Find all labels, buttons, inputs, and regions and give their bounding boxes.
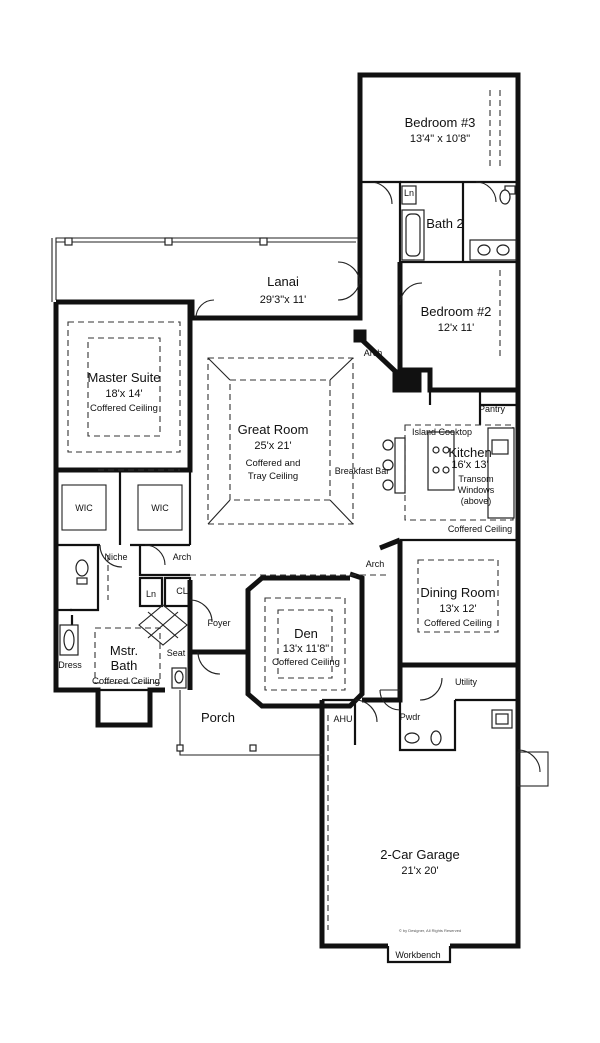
- interior-walls: [53, 180, 518, 752]
- lanai-dim: 29'3"x 11': [260, 294, 306, 306]
- workbench-label: Workbench: [395, 950, 440, 960]
- porch-label: Porch: [201, 710, 235, 725]
- master-suite-note: Coffered Ceiling: [90, 403, 158, 414]
- cl-label: CL: [176, 586, 188, 596]
- mstr-bath-note: Coffered Ceiling: [92, 676, 160, 687]
- transom-label-2: Windows: [458, 485, 495, 495]
- den-dim: 13'x 11'8": [283, 643, 330, 655]
- transom-label-3: (above): [461, 496, 492, 506]
- bedroom2-dim: 12'x 11': [438, 322, 474, 334]
- dining-room-note: Coffered Ceiling: [424, 618, 492, 629]
- exterior-walls: [53, 72, 521, 964]
- seat-label: Seat: [167, 648, 186, 658]
- room-labels: Bedroom #3 13'4" x 10'8" Bath 2 Lanai 29…: [88, 115, 496, 877]
- kitchen-dim: 16'x 13': [451, 459, 488, 471]
- foyer-label: Foyer: [207, 618, 230, 628]
- dining-room-name: Dining Room: [420, 585, 495, 600]
- fixtures: [59, 185, 517, 746]
- bedroom2-name: Bedroom #2: [421, 304, 492, 319]
- ln-hall-label: Ln: [146, 589, 156, 599]
- lanai-name: Lanai: [267, 274, 299, 289]
- wic-right-label: WIC: [151, 503, 169, 513]
- den-name: Den: [294, 626, 318, 641]
- porch-area: [176, 690, 322, 756]
- great-room-dim: 25'x 21': [254, 440, 291, 452]
- arch-dining-label: Arch: [366, 559, 385, 569]
- dining-room-dim: 13'x 12': [439, 603, 476, 615]
- lanai-area: [51, 237, 361, 302]
- arch-lanai-label: Arch: [364, 348, 383, 358]
- pantry-label: Pantry: [479, 404, 506, 414]
- copyright-label: © by Designer, All Rights Reserved: [399, 928, 461, 933]
- ln-bath2-label: Ln: [404, 188, 414, 198]
- master-suite-dim: 18'x 14': [105, 388, 142, 400]
- kitchen-name: Kitchen: [448, 445, 491, 460]
- bedroom3-dim: 13'4" x 10'8": [410, 133, 470, 145]
- pwdr-label: Pwdr: [400, 712, 421, 722]
- mstr-bath-name2: Bath: [111, 658, 138, 673]
- doors: [99, 181, 549, 787]
- bedroom3-name: Bedroom #3: [405, 115, 476, 130]
- island-cooktop-label: Island Cooktop: [412, 427, 472, 437]
- transom-label-1: Transom: [458, 474, 493, 484]
- great-room-note1: Coffered and: [246, 458, 301, 469]
- garage-dim: 21'x 20': [401, 865, 438, 877]
- utility-label: Utility: [455, 677, 477, 687]
- kitchen-ceiling-label: Coffered Ceiling: [448, 524, 512, 534]
- niche-label: Niche: [104, 552, 127, 562]
- small-labels: Arch Arch Arch Pantry Island Cooktop Bre…: [58, 188, 512, 960]
- bath2-name: Bath 2: [426, 216, 464, 231]
- master-suite-name: Master Suite: [88, 370, 161, 385]
- ahu-label: AHU: [333, 714, 352, 724]
- mstr-bath-name1: Mstr.: [110, 643, 138, 658]
- great-room-note2: Tray Ceiling: [248, 471, 298, 482]
- arch-hall-label: Arch: [173, 552, 192, 562]
- dress-label: Dress: [58, 660, 82, 670]
- den-note: Coffered Ceiling: [272, 657, 340, 668]
- great-room-name: Great Room: [238, 422, 309, 437]
- breakfast-bar-label: Breakfast Bar: [335, 466, 390, 476]
- wic-left-label: WIC: [75, 503, 93, 513]
- garage-name: 2-Car Garage: [380, 847, 459, 862]
